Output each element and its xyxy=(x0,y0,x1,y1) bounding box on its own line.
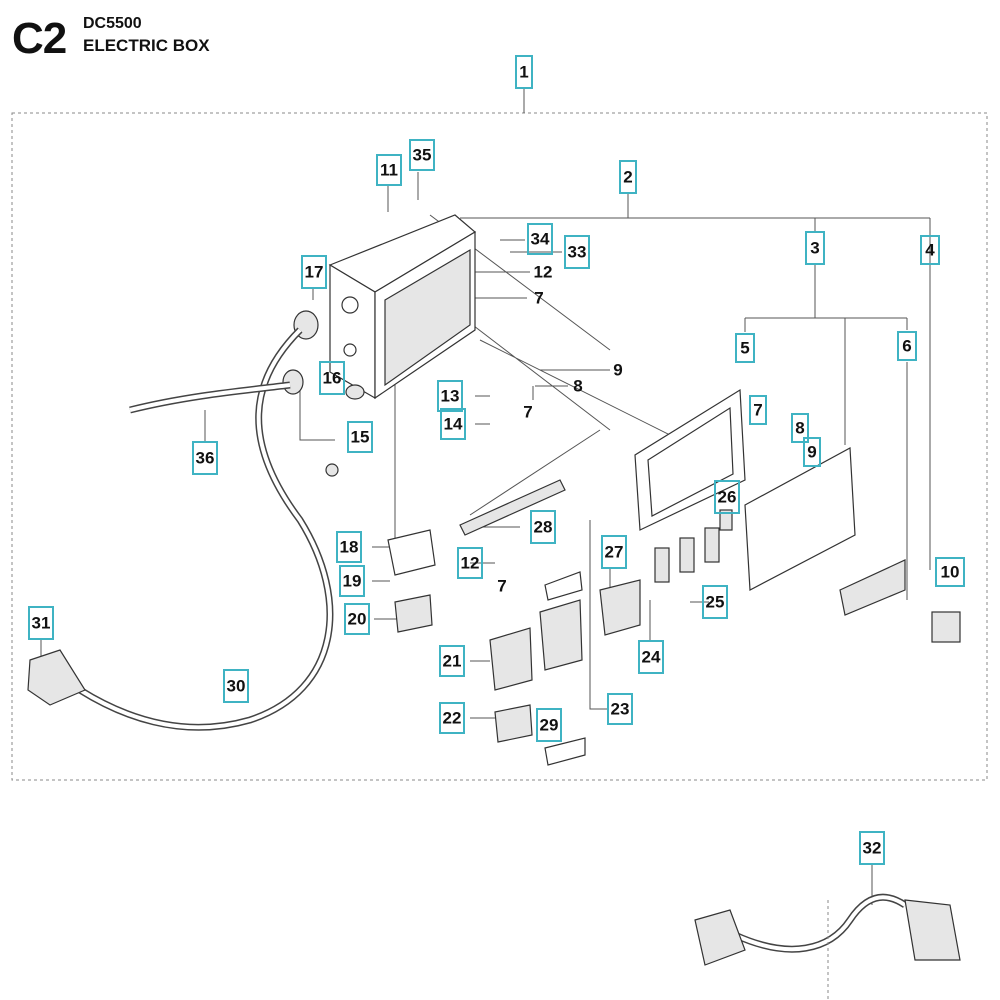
callout-32: 32 xyxy=(859,831,885,865)
svg-text:14: 14 xyxy=(444,415,463,434)
model-name: DC5500 xyxy=(83,15,142,32)
svg-text:11: 11 xyxy=(380,161,398,180)
callout-26: 26 xyxy=(714,480,740,514)
extension-cable-32 xyxy=(694,893,961,1000)
callout-8-plain: 8 xyxy=(573,377,582,396)
svg-text:29: 29 xyxy=(540,716,559,735)
section-code: C2 xyxy=(12,14,67,63)
svg-text:19: 19 xyxy=(343,572,362,591)
callout-10: 10 xyxy=(935,557,965,587)
callout-36: 36 xyxy=(192,441,218,475)
callout-14: 14 xyxy=(440,408,466,440)
din-rail xyxy=(459,479,566,536)
callout-12-plain: 12 xyxy=(534,263,553,282)
callout-4: 4 xyxy=(920,235,940,265)
electric-box-housing xyxy=(328,214,477,400)
callout-31: 31 xyxy=(28,606,54,640)
svg-text:22: 22 xyxy=(443,709,462,728)
callout-18: 18 xyxy=(336,531,362,563)
callout-19: 19 xyxy=(339,565,365,597)
callout-7: 7 xyxy=(749,395,767,425)
svg-text:34: 34 xyxy=(531,230,550,249)
svg-text:30: 30 xyxy=(227,677,246,696)
front-frame xyxy=(634,388,961,643)
svg-text:25: 25 xyxy=(706,593,725,612)
callout-29: 29 xyxy=(536,708,562,742)
callout-34: 34 xyxy=(527,223,553,255)
callout-20: 20 xyxy=(344,603,370,635)
callout-5: 5 xyxy=(735,333,755,363)
svg-text:15: 15 xyxy=(351,428,370,447)
callout-13: 13 xyxy=(437,380,463,412)
callout-24: 24 xyxy=(638,640,664,674)
callouts: 1 2 3 4 5 6 7 8 9 10 11 35 34 33 17 16 1… xyxy=(28,55,965,865)
svg-text:4: 4 xyxy=(925,241,935,260)
svg-text:8: 8 xyxy=(795,419,804,438)
svg-text:27: 27 xyxy=(605,543,624,562)
callout-16: 16 xyxy=(319,361,345,395)
callout-22: 22 xyxy=(439,702,465,734)
svg-text:6: 6 xyxy=(902,337,911,356)
callout-17: 17 xyxy=(301,255,327,289)
callout-6: 6 xyxy=(897,331,917,361)
callout-3: 3 xyxy=(805,231,825,265)
svg-text:9: 9 xyxy=(807,443,816,462)
callout-8: 8 xyxy=(791,413,809,443)
callout-28: 28 xyxy=(530,510,556,544)
svg-text:23: 23 xyxy=(611,700,630,719)
callout-12-boxed: 12 xyxy=(457,547,483,579)
svg-text:16: 16 xyxy=(323,369,342,388)
svg-text:12: 12 xyxy=(461,554,480,573)
svg-text:36: 36 xyxy=(196,449,215,468)
callout-35: 35 xyxy=(409,139,435,171)
callout-27: 27 xyxy=(601,535,627,569)
svg-text:21: 21 xyxy=(443,652,462,671)
callout-9-plain: 9 xyxy=(613,361,622,380)
svg-text:7: 7 xyxy=(753,401,762,420)
cables xyxy=(27,327,334,731)
callout-11: 11 xyxy=(376,154,402,186)
callout-1: 1 xyxy=(515,55,533,89)
callout-30: 30 xyxy=(223,669,249,703)
svg-text:35: 35 xyxy=(413,146,432,165)
svg-text:26: 26 xyxy=(718,488,737,507)
svg-text:3: 3 xyxy=(810,239,819,258)
section-title: ELECTRIC BOX xyxy=(83,36,210,55)
svg-text:32: 32 xyxy=(863,839,882,858)
callout-21: 21 xyxy=(439,645,465,677)
svg-text:31: 31 xyxy=(32,614,51,633)
svg-text:10: 10 xyxy=(941,563,960,582)
svg-text:5: 5 xyxy=(740,339,749,358)
callout-23: 23 xyxy=(607,693,633,725)
svg-text:18: 18 xyxy=(340,538,359,557)
svg-text:17: 17 xyxy=(305,263,324,282)
svg-text:13: 13 xyxy=(441,387,460,406)
callout-25: 25 xyxy=(702,585,728,619)
callout-9: 9 xyxy=(803,437,821,467)
svg-text:28: 28 xyxy=(534,518,553,537)
callout-7-plain: 7 xyxy=(523,403,532,422)
callout-2: 2 xyxy=(619,160,637,194)
svg-text:24: 24 xyxy=(642,648,661,667)
svg-text:20: 20 xyxy=(348,610,367,629)
electrical-components xyxy=(387,509,733,766)
svg-text:1: 1 xyxy=(519,63,528,82)
callout-7-plain: 7 xyxy=(497,577,506,596)
callout-15: 15 xyxy=(347,421,373,453)
svg-text:2: 2 xyxy=(623,168,632,187)
callout-33: 33 xyxy=(564,235,590,269)
callout-7-plain: 7 xyxy=(534,289,543,308)
svg-text:33: 33 xyxy=(568,243,587,262)
assembly-boundary xyxy=(11,112,988,781)
